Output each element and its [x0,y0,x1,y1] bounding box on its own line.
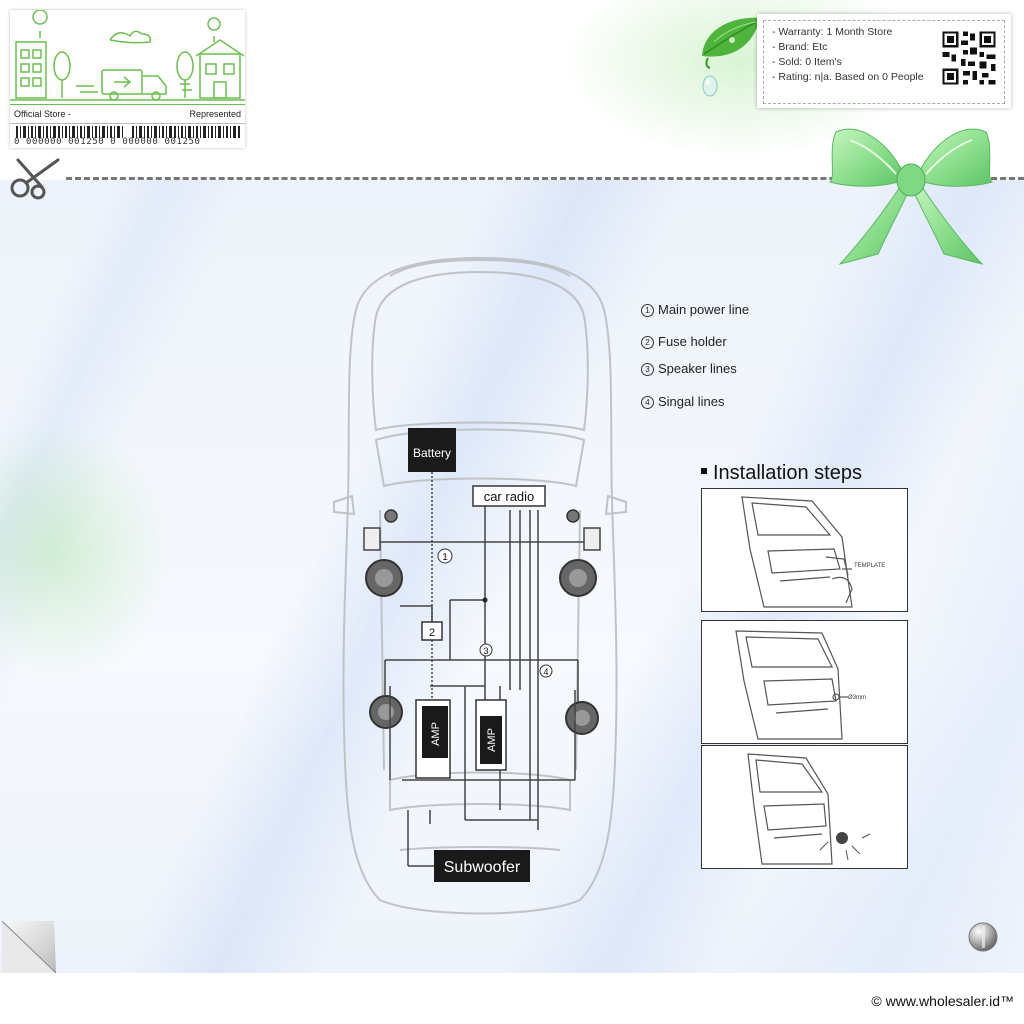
steps-title-text: Installation steps [713,462,862,484]
door-install-icon [747,753,871,865]
step2-note: Ø3mm [848,695,866,701]
battery-label: Battery [413,446,451,460]
rear-right-speaker [565,701,599,735]
leaf-icon [702,17,760,97]
rating-text: - Rating: n|a. Based on 0 People [772,71,924,83]
product-info-card: - Warranty: 1 Month Store - Brand: Etc -… [757,14,1011,108]
front-right-speaker [559,559,597,597]
info-card-inner: - Warranty: 1 Month Store - Brand: Etc -… [763,20,1005,104]
brand-text: - Brand: Etc [772,41,828,53]
door-drill-icon: Ø3mm [735,630,866,740]
car-radio-label: car radio [484,489,535,504]
fuse-holder-box [421,621,443,641]
step1-note: TEMPLATE [854,563,885,569]
pin-icon [968,922,998,952]
legend-num-2: 2 [641,336,654,349]
car-wiring-diagram: Battery car radio 2 AMP AMP 1 3 4 Subwoo… [333,256,627,915]
front-left-speaker [365,559,403,597]
battery-box [408,428,456,472]
footer-copyright: © www.wholesaler.id™ [871,993,1014,1009]
legend-label-2: Fuse holder [658,334,727,349]
step-1-image: TEMPLATE [701,488,908,612]
marker-1: 1 [442,552,448,563]
right-tweeter-icon [566,509,580,523]
store-represented: Represented [189,109,241,119]
left-tweeter-icon [384,509,398,523]
legend-label-1: Main power line [658,302,750,317]
bow-icon [828,128,994,265]
bullet-icon [701,468,707,474]
page-curl-icon [2,921,56,973]
store-illustration-icon [10,10,245,101]
amp-right-box [480,716,502,764]
legend-item-1: 1 Main power line [641,302,749,317]
sold-text: - Sold: 0 Item's [772,56,842,68]
legend-label-4: Singal lines [658,394,725,409]
legend-num-1: 1 [641,304,654,317]
store-label: Official Store - [14,109,71,119]
amp-left-label: AMP [430,722,442,746]
legend-label-3: Speaker lines [658,361,737,376]
subwoofer-label: Subwoofer [444,859,521,876]
cut-line [66,177,1024,180]
wiring-lines [380,472,584,867]
qr-code-icon [940,29,998,87]
amp-right-label: AMP [486,728,498,752]
legend-item-3: 3 Speaker lines [641,361,737,376]
scissors-icon [10,158,60,200]
amp-left-box [422,706,448,758]
installation-steps-title: Installation steps [701,462,862,485]
store-card: Official Store - Represented 0 000000 00… [10,10,245,148]
fuse-number: 2 [429,627,435,639]
rear-left-speaker [369,695,403,729]
step-3-image [701,745,908,869]
step-2-image: Ø3mm [701,620,908,744]
store-row: Official Store - Represented [10,104,245,124]
barcode-icon [16,126,240,138]
barcode-text: 0 000000 001250 0 000000 001250 [14,137,201,147]
marker-4: 4 [543,667,548,677]
subwoofer-box [434,850,530,882]
legend-item-2: 2 Fuse holder [641,334,727,349]
legend-num-4: 4 [641,396,654,409]
marker-3: 3 [483,646,488,656]
door-template-icon: TEMPLATE [741,496,885,608]
right-crossover [583,527,601,551]
legend-item-4: 4 Singal lines [641,394,725,409]
legend-num-3: 3 [641,363,654,376]
warranty-text: - Warranty: 1 Month Store [772,26,893,38]
left-crossover [363,527,381,551]
car-radio-box [472,485,546,507]
